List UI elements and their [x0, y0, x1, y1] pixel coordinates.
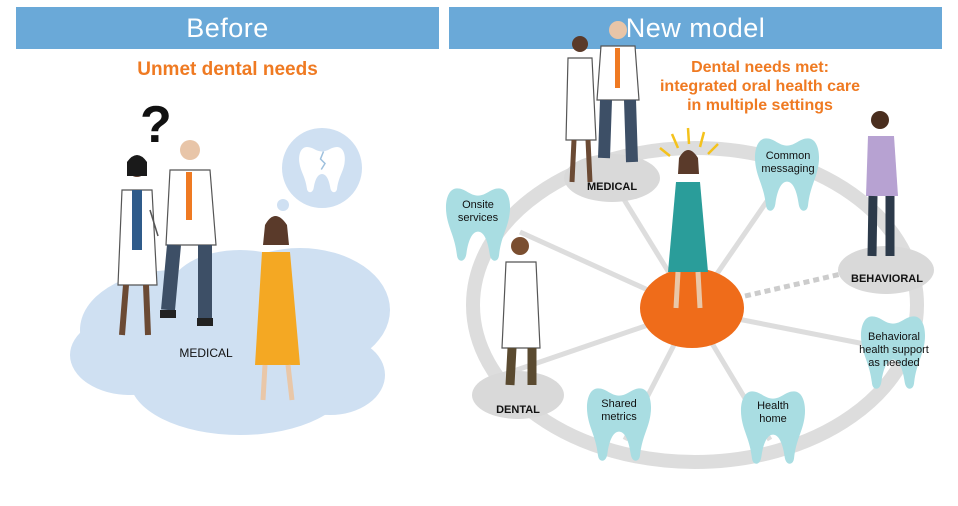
female-doctor-figure	[117, 155, 159, 336]
male-doctor-figure	[160, 140, 217, 326]
behavioral-node-label: BEHAVIORAL	[851, 273, 923, 285]
behavioral-professional-figure	[866, 111, 898, 257]
unmet-dental-needs-title: Unmet dental needs	[137, 59, 318, 80]
onsite-services-label: Onsite services	[440, 199, 516, 225]
behavioral-support-label: Behavioral health support as needed	[846, 331, 942, 370]
title-line-3: in multiple settings	[687, 97, 833, 114]
medical-doctors-figures	[565, 21, 640, 183]
question-mark: ?	[140, 96, 172, 154]
shared-line-1: Shared	[601, 398, 637, 410]
behavioral-support-line-1: Behavioral	[868, 331, 920, 343]
dental-needs-met-title: Dental needs met: integrated oral health…	[600, 58, 920, 115]
health-home-label: Health home	[735, 400, 811, 426]
health-home-line-1: Health	[757, 400, 789, 412]
shared-metrics-label: Shared metrics	[581, 398, 657, 424]
thought-bubble	[277, 128, 362, 211]
common-line-1: Common	[765, 150, 811, 162]
cracked-tooth-icon	[299, 147, 345, 193]
common-line-2: messaging	[761, 163, 815, 175]
node-behavioral	[838, 246, 934, 294]
before-banner-text: Before	[186, 12, 269, 43]
dental-doctor-figure	[501, 237, 541, 386]
before-medical-cloud-label: MEDICAL	[179, 346, 233, 360]
behavioral-support-line-3: as needed	[868, 357, 920, 369]
node-dental	[472, 371, 564, 419]
node-medical	[564, 154, 660, 202]
onsite-line-2: services	[457, 212, 499, 224]
title-line-1: Dental needs met:	[691, 59, 829, 76]
new-model-banner-text: New model	[625, 12, 766, 43]
medical-node-label: MEDICAL	[586, 181, 638, 193]
new-model-banner: New model	[449, 7, 942, 49]
health-home-line-2: home	[759, 413, 787, 425]
onsite-line-1: Onsite	[462, 199, 494, 211]
central-hub	[640, 268, 744, 348]
patient-after-figure	[668, 150, 708, 309]
behavioral-support-line-2: health support	[859, 344, 929, 356]
patient-before-figure	[255, 216, 300, 401]
shared-line-2: metrics	[601, 411, 637, 423]
before-banner: Before	[16, 7, 439, 49]
common-messaging-label: Common messaging	[748, 150, 828, 176]
dental-node-label: DENTAL	[496, 404, 540, 416]
highlight-rays	[659, 127, 719, 157]
title-line-2: integrated oral health care	[659, 78, 861, 95]
